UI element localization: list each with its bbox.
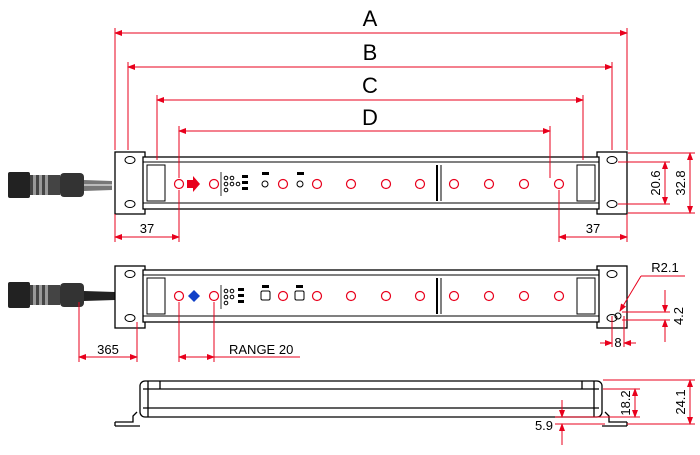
dim-label-20-6: 20.6: [648, 170, 663, 195]
dim-label-a: A: [363, 6, 378, 31]
lens-row-middle: [173, 290, 565, 302]
dim-label-37-right: 37: [586, 221, 600, 236]
indicator-cluster-top: [220, 172, 304, 196]
dimensions-top: [114, 28, 695, 242]
dimensions-middle: [78, 275, 685, 362]
dim-label-4-2: 4.2: [671, 307, 686, 325]
middle-view-receiver: [8, 265, 628, 329]
dim-label-5-9: 5.9: [535, 418, 553, 433]
lens-row-top: [173, 178, 565, 190]
dim-label-32-8: 32.8: [673, 170, 688, 195]
dim-label-r2-1: R2.1: [651, 260, 678, 275]
connector-middle: [8, 282, 115, 308]
dim-label-8: 8: [614, 335, 621, 350]
dim-label-d: D: [362, 105, 378, 130]
side-view: [114, 380, 628, 427]
dimensions-side: [555, 379, 695, 445]
dim-label-range: RANGE 20: [229, 342, 293, 357]
indicator-cluster-middle: [220, 285, 305, 309]
dim-label-18-2: 18.2: [618, 390, 633, 415]
dim-label-b: B: [363, 40, 378, 65]
dim-label-c: C: [362, 73, 378, 98]
connector-top: [8, 172, 112, 198]
dim-label-365: 365: [97, 342, 119, 357]
arrow-right-icon: [187, 176, 200, 192]
diamond-icon: [188, 290, 200, 302]
top-view-transmitter: [8, 151, 628, 215]
dim-label-37-left: 37: [140, 221, 154, 236]
dim-label-24-1: 24.1: [673, 389, 688, 414]
